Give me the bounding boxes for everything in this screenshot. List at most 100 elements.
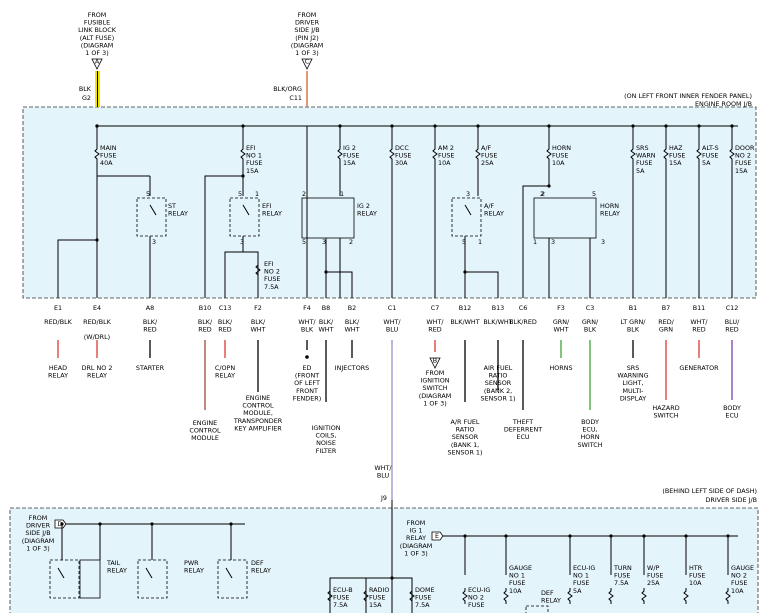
j9-pin: J9 <box>380 494 387 502</box>
destination-label: MODULE <box>191 434 219 442</box>
fuse-label: 10A <box>552 159 565 167</box>
bottom-fuse-label: FUSE <box>415 594 431 602</box>
destination-label: OF LEFT <box>294 379 320 387</box>
af-relay-box <box>451 197 482 237</box>
junction-dot <box>504 534 508 538</box>
def-relay-label: DEF <box>251 559 264 567</box>
junction-dot <box>684 534 688 538</box>
connector-pin: F3 <box>557 304 565 312</box>
pin-number: 3 <box>466 190 470 198</box>
fuse-label: AM 2 <box>438 144 454 152</box>
fuse-label: FUSE <box>552 152 568 160</box>
destination-label: CONTROL <box>189 427 221 435</box>
bottom-fuse-label: FUSE <box>647 572 663 580</box>
destination-label: NOISE <box>316 439 336 447</box>
destination-label: (BANK 2, <box>484 387 512 395</box>
destination-label: HEAD <box>49 364 67 372</box>
bottom-fuse-label: NO 2 <box>468 594 484 602</box>
j9-wire-color: WHT/ <box>374 464 392 472</box>
fuse-label: 15A <box>735 167 748 175</box>
wire-color: RED/BLK <box>83 318 111 326</box>
fuse-label: NO 1 <box>246 152 262 160</box>
fuse-label: FUSE <box>395 152 411 160</box>
wire-color: RED <box>725 326 738 334</box>
ig2-relay-label: IG 2 <box>357 202 370 210</box>
pin-number: 1 <box>340 190 344 198</box>
source-ig1-text: (DIAGRAM <box>400 542 433 550</box>
junction-dot <box>664 124 668 128</box>
fuse-symbol <box>683 588 689 604</box>
destination-label: SWITCH <box>422 384 447 392</box>
destination-label: STARTER <box>136 364 165 372</box>
source-tag-e <box>431 531 444 541</box>
wire-color: WHT/ <box>383 318 401 326</box>
wire-color: RED <box>692 326 705 334</box>
fuse-label: ALT-S <box>702 144 719 152</box>
destination-label: A/R FUEL <box>451 418 480 426</box>
source-fusible-text: (DIAGRAM <box>81 41 114 49</box>
pin-number: 3 <box>322 238 326 246</box>
j9-wire-color: BLU <box>377 472 390 480</box>
bottom-fuse-label: NO 1 <box>509 572 525 580</box>
fuse-label: FUSE <box>481 152 497 160</box>
wire-color: RED <box>218 326 231 334</box>
pin-number: 1 <box>533 238 537 246</box>
destination-label: HORNS <box>549 364 572 372</box>
fuse-symbol <box>630 146 636 162</box>
relay-contact <box>145 567 153 579</box>
st-relay-label: ST <box>168 202 176 210</box>
bottom-fuse-label: DOME <box>415 586 435 594</box>
junction-dot <box>390 124 394 128</box>
panel-subtitle: ENGINE ROOM J/B <box>695 100 752 108</box>
junction-dot <box>463 534 467 538</box>
destination-label: SWITCH <box>653 412 678 420</box>
junction-dot <box>547 184 551 188</box>
junction-dot <box>241 124 245 128</box>
source-fusible-text: FUSIBLE <box>84 19 110 27</box>
c7-tag-letter: B <box>433 357 437 365</box>
fuse-symbol <box>641 588 647 604</box>
fuse-label: 30A <box>395 159 408 167</box>
fuse-symbol <box>432 146 438 162</box>
fuse-label: A/F <box>481 144 492 152</box>
efi-relay-label: EFI <box>262 202 272 210</box>
destination-label: BODY <box>723 404 741 412</box>
bottom-fuse-label: ECU-IG <box>468 586 490 594</box>
pin-number: 5 <box>238 190 242 198</box>
wire-color: GRN/ <box>582 318 599 326</box>
pin-g2: G2 <box>82 94 91 102</box>
fuse-symbol <box>608 588 614 604</box>
bottom-fuse-label: ECU-IG <box>573 564 595 572</box>
wire-b10 <box>204 175 243 298</box>
connector-pin: C3 <box>586 304 595 312</box>
bottom-fuse-label: 5A <box>573 587 582 595</box>
fuse-symbol <box>567 588 573 604</box>
connector-pin: A8 <box>146 304 154 312</box>
fuse-label: 15A <box>669 159 682 167</box>
wire-e1 <box>57 239 97 298</box>
destination-label: IGNITION <box>311 424 340 432</box>
bottom-fuse-label: HTR <box>689 564 703 572</box>
source-tag-d-letter: D <box>58 520 63 528</box>
destination-label: FRONT <box>296 387 318 395</box>
bottom-fuse-label: 10A <box>509 587 522 595</box>
wire-color: BLK/ <box>319 318 334 326</box>
bottom-fuse-label: ECU-B <box>333 586 353 594</box>
panel-title: (ON LEFT FRONT INNER FENDER PANEL) <box>624 92 752 100</box>
fuse-label: 40A <box>100 159 113 167</box>
destination-label: COILS, <box>315 432 336 440</box>
wire-color: RED/BLK <box>44 318 72 326</box>
wire-color: BLK/WHT <box>483 318 512 326</box>
destination-label: SENSOR 1) <box>481 394 516 402</box>
ground-dot <box>305 355 309 359</box>
tail-relay-box <box>49 559 80 599</box>
source-fusible-text: (ALT FUSE) <box>80 34 114 42</box>
engine-room-jb-panel <box>22 106 757 299</box>
pin-number: 5 <box>462 238 466 246</box>
junction-dot <box>338 124 342 128</box>
pwr-relay-box <box>137 559 168 599</box>
junction-dot <box>730 124 734 128</box>
connector-pin: C1 <box>388 304 397 312</box>
fuse-symbol <box>696 146 702 162</box>
connector-pin: C12 <box>726 304 739 312</box>
